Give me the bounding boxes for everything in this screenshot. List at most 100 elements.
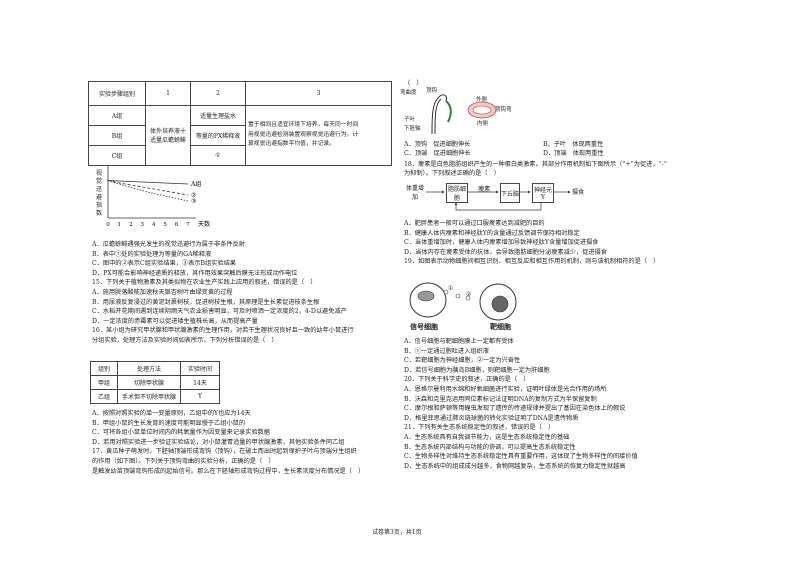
table-cell: A组 — [88, 105, 146, 126]
option: A．恩格尔曼利用水绵和好氧细菌进行实验，证明叶绿体是光合作用的场所 — [404, 385, 607, 393]
fig-label: 内侧 — [477, 121, 489, 127]
option: C．顶端 促进细胞伸长 — [404, 150, 471, 157]
fig-label: 弯曲度 — [400, 90, 417, 96]
table-cell: 切除甲状腺 — [117, 375, 181, 390]
table-cell: 置于相同且适宜环境下培养，每天同一时间 用视觉迅避检测装置观察视觉迅避行为，计 … — [245, 105, 392, 166]
option: B．子叶 体现两重性 — [543, 141, 604, 148]
left-text-column-2: A．按照对照实验的单一变量原则，乙组中的Y也应为14天 B．甲组小鼠的生长发育的… — [92, 409, 364, 476]
option: B．表中①处的实验处理为等量的GA稀释液 — [92, 250, 212, 258]
option: C．摩尔根和萨顿等用蝗虫发现了遗传的传递规律并提出了基因在染色体上的假说 — [404, 405, 626, 413]
fig-label: 子叶 — [404, 117, 416, 123]
flow-node: 神经元Y — [532, 183, 554, 203]
option: D．顶端 体现两重性 — [543, 150, 604, 157]
seedling-figure — [431, 94, 497, 135]
table-cell: Y — [180, 389, 220, 404]
fig-label: 顶钩 — [426, 88, 438, 94]
option: B．健康人体内瘦素和神经肽Y的含量通过反馈调节保持相对稳定 — [404, 229, 580, 237]
option: C．当体重增加时，健康人体内瘦素增加导致神经肽Y含量增加促进摄食 — [404, 239, 599, 247]
option: D．当体内存在瘦素受体的抗体，会导致脂肪细胞分泌瘦素减少，促进摄食 — [404, 248, 607, 256]
series-line — [107, 180, 189, 196]
question-stem: 17．黄瓜种子萌发时，下胚轴顶端形成弯钩（顶钩），在破土而出时起到保护子叶与顶端… — [92, 448, 357, 456]
x-tick-label: 3 — [141, 222, 145, 228]
table-cell: C组 — [88, 145, 146, 166]
fig-label: 下胚轴 — [404, 126, 421, 132]
table-cell: 适量生理盐水 — [190, 105, 246, 126]
option: B．生态系统内部结构与功能的协调，可以提高生态系统稳定性 — [404, 443, 576, 451]
option: C．图中的②表示C组实验结果，③表示B组实验结果 — [92, 260, 236, 268]
option: B．①一定通过胞吐进入组织液 — [404, 347, 489, 355]
answer-bracket: （ ） — [404, 80, 423, 87]
series-line — [107, 180, 189, 185]
table-cell: B组 — [88, 125, 146, 146]
option: C．生物多样性对维持生态系统稳定性具有重要作用，这体现了生物多样性的间接价值 — [404, 453, 638, 461]
option: D．若用对照实验进一步验证实验结论，对小鼠灌胃适量的甲状腺激素，其他实验条件同乙… — [92, 438, 345, 446]
flow-node: 瘦素 — [478, 186, 491, 193]
table-header-cell: 组别 — [90, 361, 118, 376]
fig-label: ② — [466, 291, 472, 298]
question-stem: 16．某小组为研究甲状腺和甲状腺激素的生理作用，对若干生理状况良好且一致的幼年小… — [92, 327, 354, 335]
table-cell: ① — [190, 145, 246, 166]
chart-ylabel: 视觉迅避指数 — [96, 170, 103, 217]
option: D．PX可能会影响神经递质的释放，其作用效果突触后膜无法形成动作电位 — [92, 269, 298, 277]
table-header-cell: 实验步骤组别 — [88, 81, 146, 106]
question-stem: 分组实验，处理方法及实验时间如表所示，下列分析错误的是（ ） — [92, 336, 278, 344]
option: B．甲组小鼠的生长发育的速度可能明显慢于乙组小鼠的 — [92, 419, 246, 427]
question-stem: 的作用（如下图）。下列关于顶钩弯曲的实验分析，正确的是（ ） — [92, 457, 275, 465]
fig-label: 顶钩弯 — [495, 107, 512, 113]
x-tick-label: 7 — [186, 222, 190, 228]
fig-label: 信号细胞 — [410, 322, 438, 331]
x-axis-label: 天数 — [198, 220, 210, 228]
cell-signaling-figure — [409, 282, 517, 321]
table-cell: 手术但不切除甲状腺 — [117, 389, 181, 404]
question-stem: 是触发幼苗顶端弯钩形成的起始信号。那么在下胚轴形成弯钩过程中，生长素浓度分布情况… — [92, 467, 365, 475]
question-stem: 19．如图表示动物细胞间相互识别、相互反应和相互作用的机制，则与该机制相符的是（… — [404, 258, 660, 266]
option: B．用尿液反复浸过的黄泥封裹树枝，促进树枝生根，其原理是生长素促进枝条生根 — [92, 298, 320, 306]
page-footer: 试卷第3页，共1页 — [372, 529, 422, 536]
option: C．若靶细胞为神经细胞，②一定为兴奋性 — [404, 357, 521, 365]
option: D．若信号细胞为胰岛B细胞，则靶细胞一定为肝细胞 — [404, 366, 550, 374]
series-label: A组 — [190, 180, 201, 188]
option: A．按照对照实验的单一变量原则，乙组中的Y也应为14天 — [92, 410, 251, 417]
table-cell: 甲组 — [90, 375, 118, 390]
series-label: ③ — [191, 198, 196, 205]
option: C．可将各组小鼠单位时间内的耗氧量作为因变量来记录实验数据 — [92, 429, 270, 437]
q16-table: 组别 处理方法 实验时间 甲组 切除甲状腺 14天 乙组 手术但不切除甲状腺 Y — [90, 361, 220, 404]
table-cell: 等量的PX稀释液 — [190, 125, 246, 146]
experiment-table: 实验步骤组别 1 2 3 A组 体外培养液十适量瓜蟾蜍鲱 适量生理盐水 置于相同… — [88, 81, 392, 166]
table-header-cell: 2 — [190, 81, 246, 106]
option: A．施用脱落酸能加速秋天银杏树叶由绿变黄的过程 — [92, 288, 233, 296]
option: A．生态系统具有自我调节能力，这是生态系统稳定性的基础 — [404, 433, 570, 441]
question-stem: 20．下列关于科学史的叙述，正确的是（ ） — [404, 376, 530, 384]
flow-arrows — [426, 190, 571, 211]
right-text-column-2: A．信号细胞与靶细胞膜上一定都有受体 B．①一定通过胞吐进入组织液 C．若靶细胞… — [404, 337, 638, 471]
fig-label: 外侧 — [476, 97, 488, 103]
option: D．生态系统中的组成成分越多，食物网越复杂，生态系统的恢复力稳定性就越高 — [404, 462, 626, 470]
option: C．水稻开花期间遇到连续阴雨天气农业损害明显，可及时喷洒一定浓度的2，4-D以避… — [92, 308, 347, 316]
option: A．瓜蟾蜍鲱遇强光发生的视觉迅避行为属于非条件反射 — [92, 241, 245, 248]
question-stem: 21．下列有关生态系统稳定性的叙述，错误的是（ ） — [404, 424, 555, 432]
fig-label: 靶细胞 — [490, 322, 511, 331]
flow-node: 体重增加 — [406, 185, 425, 201]
right-text-column: A．肥胖患者一般可以通过口服瘦素达到减肥的目的 B．健康人体内瘦素和神经肽Y的含… — [404, 219, 659, 267]
table-header-cell: 处理方法 — [117, 361, 181, 376]
x-tick-label: 4 — [152, 222, 156, 228]
table-cell: 乙组 — [90, 389, 118, 404]
table-header-cell: 实验时间 — [180, 361, 220, 376]
option: A．信号细胞与靶细胞膜上一定都有受体 — [404, 338, 514, 345]
x-tick-label: 1 — [118, 222, 122, 228]
x-tick-label: 0 — [106, 222, 110, 228]
option: B．沃森和克里克运用同位素标记法证明DNA的复制方式为半保留复制 — [404, 395, 597, 403]
question-stem: 15．下列关于植物激素及其类似物在农业生产实践上应用的叙述，错误的是（ ） — [92, 279, 317, 287]
x-tick-label: 5 — [163, 222, 167, 228]
option: A．肥胖患者一般可以通过口服瘦素达到减肥的目的 — [404, 220, 545, 227]
question-stem: 为抑制）。下列叙述正确的是（ ） — [404, 170, 500, 177]
question-stem: 18．瘦素是白色脂肪组织产生的一种蛋白类激素。其部分作用机制如下图所示（“+”为… — [404, 161, 667, 168]
table-cell: 体外培养液十适量瓜蟾蜍鲱 — [145, 105, 191, 166]
flow-node: 下丘脑 — [500, 183, 520, 203]
option: A．顶钩 促进细胞伸长 — [404, 141, 471, 148]
x-tick-label: 2 — [129, 222, 133, 228]
table-cell: 14天 — [180, 375, 220, 390]
flow-node: 摄食 — [572, 189, 585, 196]
fig-label: ① — [448, 285, 454, 292]
